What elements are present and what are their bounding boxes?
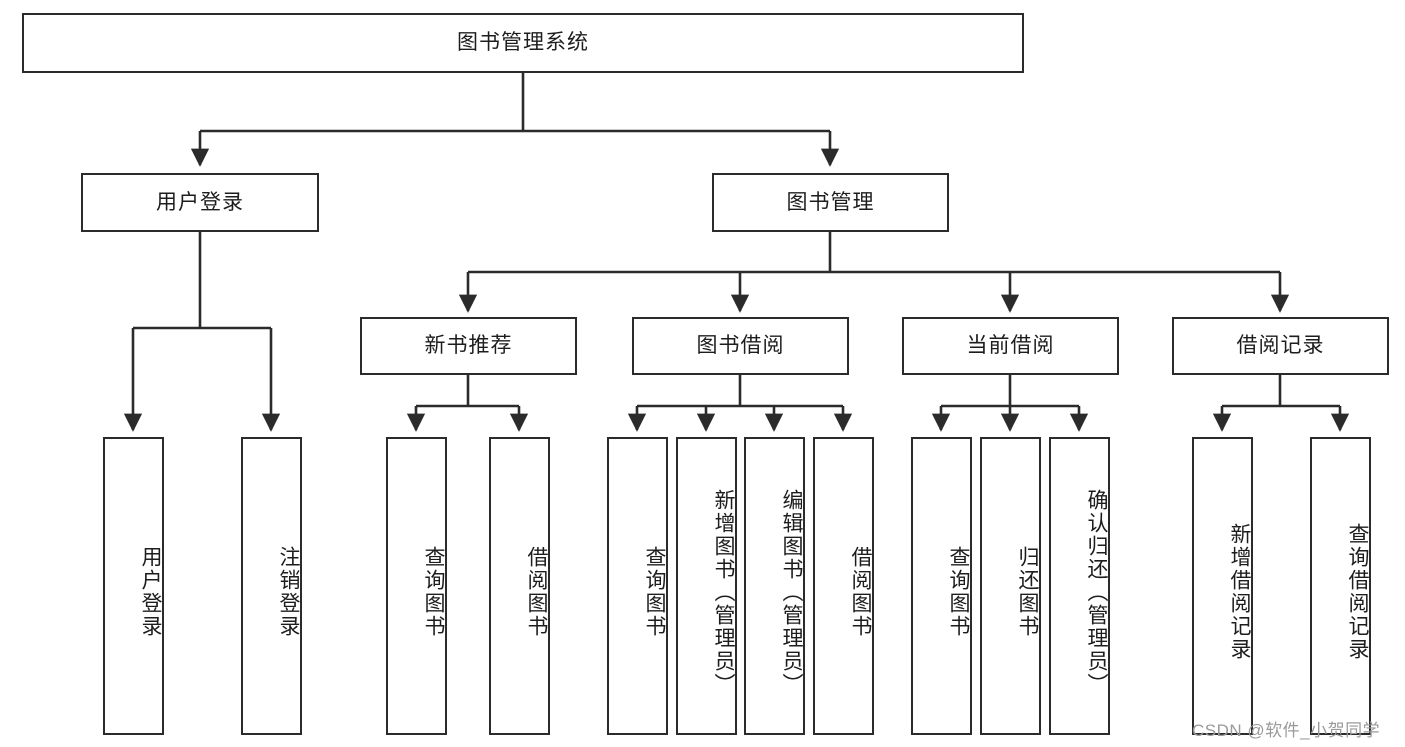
node-book-borrow[interactable]: 图书借阅	[632, 317, 849, 375]
node-leaf-user-login[interactable]: 用户登录	[103, 437, 164, 735]
node-leaf-confirm-return-label: 确认归还（管理员）	[1085, 488, 1108, 696]
node-user-login[interactable]: 用户登录	[81, 173, 319, 232]
csdn-watermark: CSDN @软件_小贺同学	[1192, 721, 1381, 740]
node-leaf-logout-login-label: 注销登录	[277, 546, 300, 638]
node-new-book-recommend-label: 新书推荐	[424, 334, 513, 358]
node-leaf-add-record[interactable]: 新增借阅记录	[1192, 437, 1253, 735]
node-leaf-query-book-1-label: 查询图书	[422, 546, 445, 638]
node-user-login-label: 用户登录	[156, 190, 244, 214]
node-leaf-confirm-return[interactable]: 确认归还（管理员）	[1049, 437, 1110, 735]
node-leaf-query-record-label: 查询借阅记录	[1346, 523, 1369, 661]
node-leaf-edit-book[interactable]: 编辑图书（管理员）	[744, 437, 805, 735]
node-leaf-query-book-1[interactable]: 查询图书	[386, 437, 447, 735]
node-leaf-query-book-3-label: 查询图书	[947, 546, 970, 638]
node-current-borrow-label: 当前借阅	[966, 334, 1055, 358]
node-leaf-borrow-book-2[interactable]: 借阅图书	[813, 437, 874, 735]
node-current-borrow[interactable]: 当前借阅	[902, 317, 1119, 375]
node-leaf-return-book[interactable]: 归还图书	[980, 437, 1041, 735]
node-book-manage-label: 图书管理	[786, 190, 875, 214]
node-leaf-borrow-book-2-label: 借阅图书	[849, 546, 872, 638]
node-leaf-borrow-book-1-label: 借阅图书	[525, 546, 548, 638]
node-root-label: 图书管理系统	[457, 31, 589, 55]
node-borrow-record[interactable]: 借阅记录	[1172, 317, 1389, 375]
node-leaf-query-book-2-label: 查询图书	[643, 546, 666, 638]
node-new-book-recommend[interactable]: 新书推荐	[360, 317, 577, 375]
node-leaf-borrow-book-1[interactable]: 借阅图书	[489, 437, 550, 735]
node-borrow-record-label: 借阅记录	[1236, 334, 1325, 358]
node-leaf-logout-login[interactable]: 注销登录	[241, 437, 302, 735]
node-root[interactable]: 图书管理系统	[22, 13, 1024, 73]
node-leaf-query-book-3[interactable]: 查询图书	[911, 437, 972, 735]
node-book-manage[interactable]: 图书管理	[712, 173, 949, 232]
node-leaf-edit-book-label: 编辑图书（管理员）	[780, 488, 803, 696]
node-leaf-add-record-label: 新增借阅记录	[1228, 523, 1251, 661]
node-leaf-query-book-2[interactable]: 查询图书	[607, 437, 668, 735]
node-leaf-add-book[interactable]: 新增图书（管理员）	[676, 437, 737, 735]
node-leaf-add-book-label: 新增图书（管理员）	[712, 488, 735, 696]
node-book-borrow-label: 图书借阅	[696, 334, 785, 358]
node-leaf-user-login-label: 用户登录	[139, 546, 162, 638]
node-leaf-return-book-label: 归还图书	[1016, 546, 1039, 638]
node-leaf-query-record[interactable]: 查询借阅记录	[1310, 437, 1371, 735]
